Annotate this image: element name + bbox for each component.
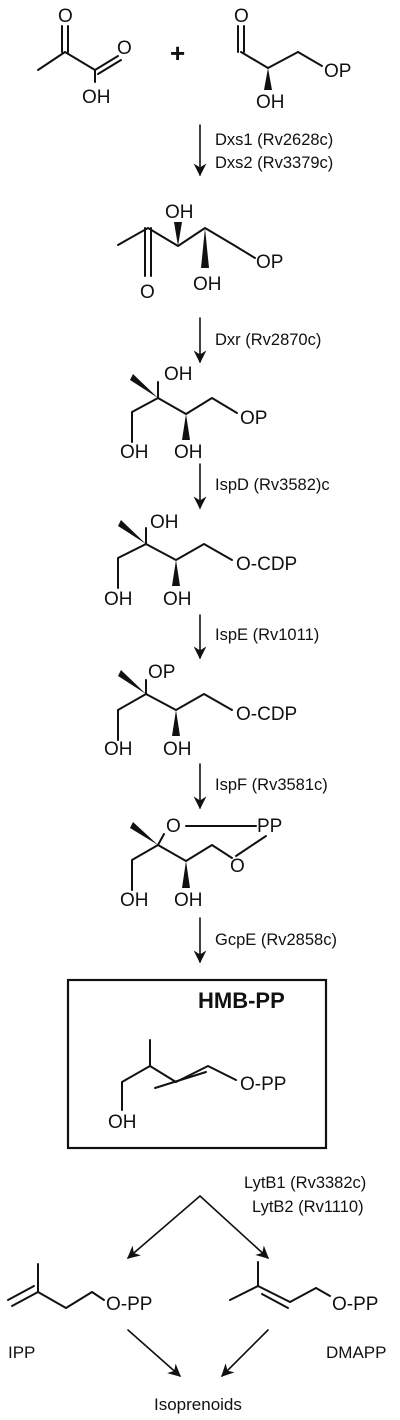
hmbpp-box (66, 978, 328, 1150)
isoprenoids-label: Isoprenoids (154, 1395, 242, 1414)
enzyme-dxs2: Dxs2 (Rv3379c) (215, 154, 333, 172)
pyruvate-carbonyl-o: O (117, 38, 132, 59)
dxp-ketone-o: O (140, 282, 155, 303)
mecpp-pp: PP (257, 816, 282, 837)
ipp-structure: O-PP (7, 1263, 152, 1315)
cdpme-hydroxyl-top: OH (150, 512, 179, 533)
enzyme-gcpe: GcpE (Rv2858c) (215, 931, 337, 949)
dmapp-label: DMAPP (326, 1343, 386, 1362)
hmbpp-structure: OH O-PP (108, 1039, 286, 1133)
dmapp-structure: O-PP (229, 1261, 378, 1315)
hmbpp-hydroxyl: OH (108, 1112, 137, 1133)
enzyme-dxr: Dxr (Rv2870c) (215, 331, 321, 349)
mecpp-ring-o-top: O (166, 816, 181, 837)
dmapp-pp: O-PP (332, 1294, 378, 1315)
dxp-hydroxyl-bottom: OH (193, 274, 222, 295)
hmbpp-label: HMB-PP (198, 988, 285, 1013)
cdpme-cdp: O-CDP (236, 554, 297, 575)
cdpmep-hydroxyl-left: OH (104, 739, 133, 760)
pyruvate-ketone-o: O (58, 6, 73, 27)
enzyme-dxs1: Dxs1 (Rv2628c) (215, 131, 333, 149)
g3p-aldehyde-o: O (234, 6, 249, 27)
mecpp-hydroxyl-left: OH (120, 890, 149, 911)
pyruvate-hydroxyl: OH (82, 87, 111, 108)
mep-phosphate: OP (240, 408, 267, 429)
plus-sign: + (170, 38, 185, 68)
dxp-structure: O OH OH OP (117, 202, 283, 303)
mep-hydroxyl-right: OH (174, 442, 203, 463)
cdpme-hydroxyl-right: OH (163, 589, 192, 610)
pyruvate-structure: O O OH (37, 6, 132, 108)
arrow-dmapp-to-isoprenoids (221, 1329, 269, 1377)
cdpmep-hydroxyl-right: OH (163, 739, 192, 760)
ipp-label: IPP (8, 1343, 35, 1362)
dxp-phosphate: OP (256, 252, 283, 273)
arrow-to-dmapp (199, 1195, 269, 1259)
mep-hydroxyl-left: OH (120, 442, 149, 463)
mep-hydroxyl-top: OH (164, 364, 193, 385)
g3p-phosphate: OP (324, 61, 351, 82)
enzyme-ispd: IspD (Rv3582)c (215, 476, 330, 494)
mep-structure: OH OH OH OP (120, 364, 267, 463)
enzyme-ispe: IspE (Rv1011) (215, 626, 319, 644)
mecpp-hydroxyl-right: OH (174, 890, 203, 911)
cdpmep-structure: OP OH OH O-CDP (104, 662, 297, 760)
enzyme-ispf: IspF (Rv3581c) (215, 776, 328, 794)
arrow-ipp-to-isoprenoids (127, 1329, 181, 1377)
hmbpp-pp: O-PP (240, 1074, 286, 1095)
mecpp-structure: O PP O OH OH (120, 816, 282, 911)
dxp-hydroxyl-top: OH (165, 202, 194, 223)
mecpp-ring-o-right: O (230, 856, 245, 877)
arrow-to-ipp (127, 1195, 201, 1259)
cdpme-structure: OH OH OH O-CDP (104, 512, 297, 610)
ipp-pp: O-PP (106, 1294, 152, 1315)
cdpmep-phosphate: OP (148, 662, 175, 683)
g3p-hydroxyl: OH (256, 92, 285, 113)
enzyme-lytb2: LytB2 (Rv1110) (252, 1198, 364, 1216)
cdpmep-cdp: O-CDP (236, 704, 297, 725)
g3p-structure: O OH OP (234, 6, 351, 113)
cdpme-hydroxyl-left: OH (104, 589, 133, 610)
enzyme-lytb1: LytB1 (Rv3382c) (244, 1174, 366, 1192)
